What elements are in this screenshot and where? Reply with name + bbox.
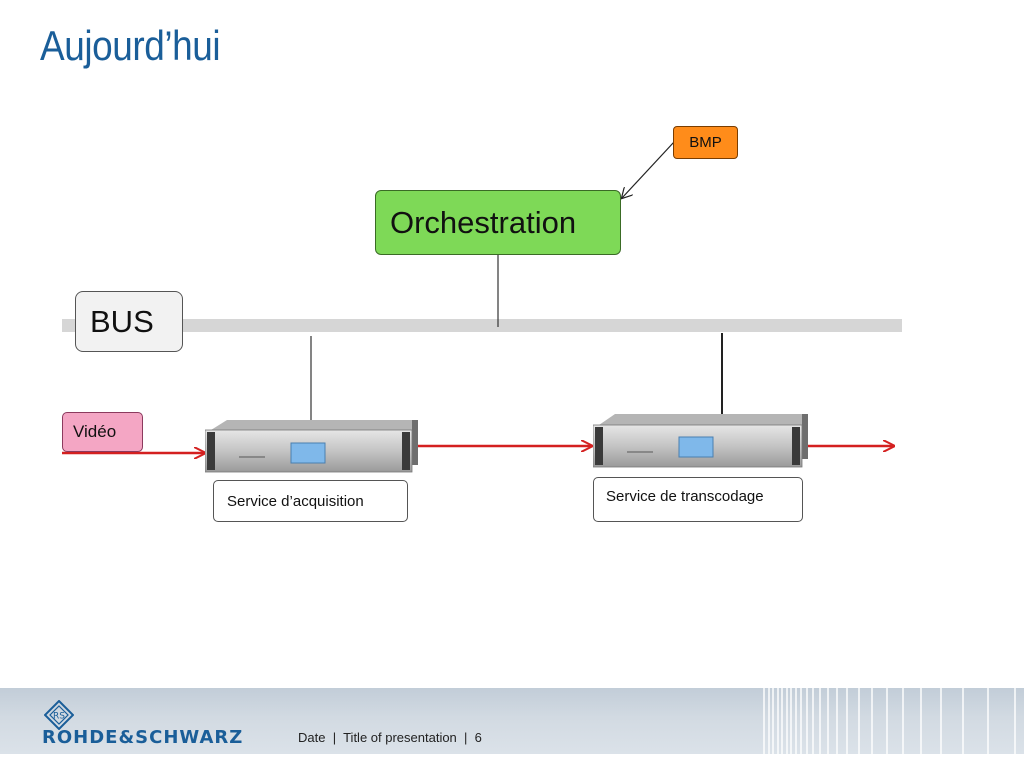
page-number: 6 xyxy=(474,730,482,745)
orchestration-box: Orchestration xyxy=(375,190,621,255)
footer-decorative-stripes xyxy=(763,688,1016,754)
acquisition-service-box: Service d’acquisition xyxy=(213,480,408,522)
footer-info: Date | Title of presentation | 6 xyxy=(298,730,482,745)
bmp-box: BMP xyxy=(673,126,738,159)
bus-bar xyxy=(62,319,902,332)
bus-label-box: BUS xyxy=(75,291,183,352)
transcoding-server-image xyxy=(593,414,808,468)
footer-bottom-strip xyxy=(0,754,1024,768)
acquisition-server-image xyxy=(205,420,418,473)
logo-mark-text: RS xyxy=(53,712,65,722)
slide-title: Aujourd’hui xyxy=(40,22,221,69)
footer-band xyxy=(0,688,1024,754)
rohde-schwarz-logo-icon: RS xyxy=(44,700,74,730)
rohde-schwarz-wordmark: ROHDE&SCHWARZ xyxy=(42,727,244,748)
video-box: Vidéo xyxy=(62,412,143,452)
footer-separator: | xyxy=(332,730,337,745)
footer-date: Date xyxy=(298,730,326,745)
transcoding-service-box: Service de transcodage xyxy=(593,477,803,522)
footer-presentation-title: Title of presentation xyxy=(343,730,457,745)
footer-separator: | xyxy=(464,730,468,745)
bmp-arrow xyxy=(622,141,675,198)
